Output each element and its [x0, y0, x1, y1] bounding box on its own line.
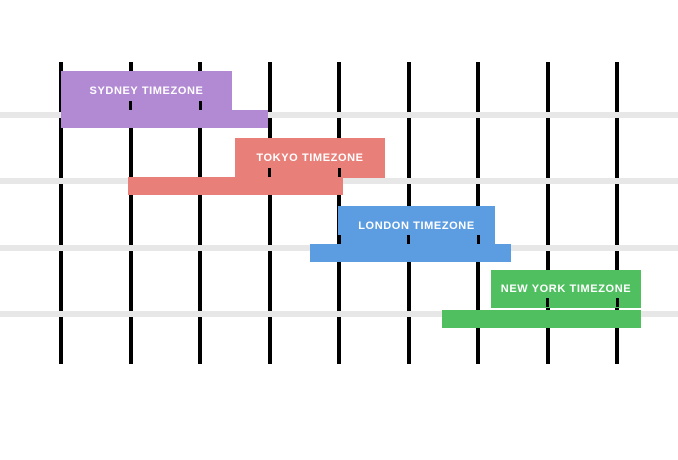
tokyo-underbar — [128, 177, 343, 195]
tokyo-label-block: TOKYO TIMEZONE — [235, 138, 385, 178]
newyork-underbar — [442, 310, 641, 328]
vertical-gridline — [615, 62, 619, 364]
newyork-label-block: NEW YORK TIMEZONE — [491, 270, 641, 308]
sydney-label: SYDNEY TIMEZONE — [89, 85, 204, 97]
vertical-gridline — [128, 62, 133, 364]
london-underbar — [310, 244, 511, 262]
gridline-tick — [407, 235, 410, 244]
vertical-gridline — [59, 62, 63, 364]
gridline-tick — [129, 101, 132, 110]
vertical-gridline — [267, 62, 272, 364]
london-label-block: LONDON TIMEZONE — [338, 206, 495, 245]
gridline-tick — [615, 298, 619, 307]
gridline-tick — [337, 235, 341, 244]
london-label: LONDON TIMEZONE — [358, 219, 475, 232]
gridline-tick — [337, 168, 341, 177]
sydney-underbar — [61, 110, 268, 128]
sydney-label-block: SYDNEY TIMEZONE — [61, 71, 232, 111]
gridline-tick — [198, 101, 202, 110]
gridline-tick — [546, 298, 549, 307]
newyork-label: NEW YORK TIMEZONE — [500, 283, 632, 295]
vertical-gridline — [198, 62, 202, 364]
row-gridline — [0, 311, 678, 317]
gridline-tick — [476, 235, 480, 244]
row-gridline — [0, 112, 678, 118]
vertical-gridline — [545, 62, 550, 364]
gridline-tick — [268, 168, 271, 177]
tokyo-label: TOKYO TIMEZONE — [256, 152, 364, 164]
